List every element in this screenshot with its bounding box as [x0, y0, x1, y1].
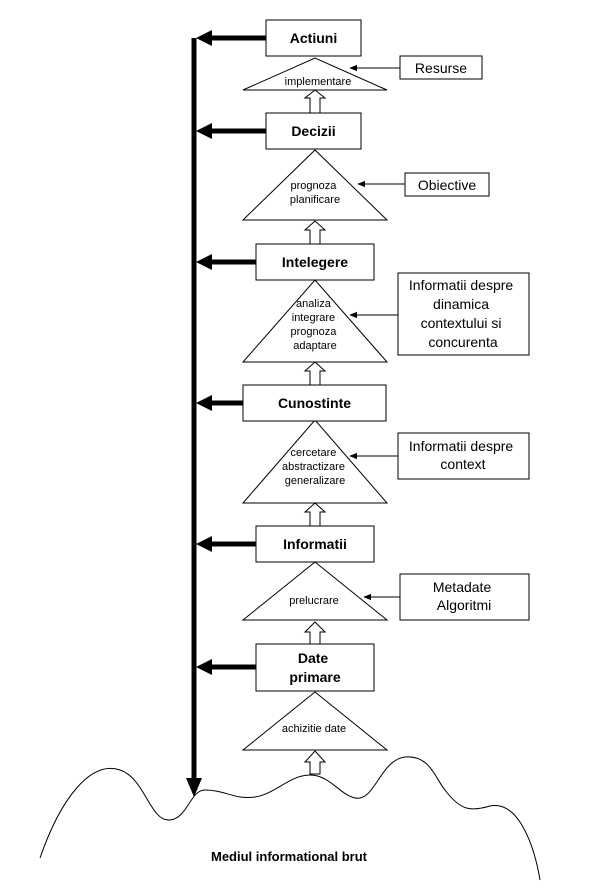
input-metadate: Metadate Algoritmi	[433, 579, 495, 613]
feedback-bar-arrowhead	[186, 778, 202, 797]
proc-implementare: implementare	[285, 76, 352, 88]
proc-informatii: prelucrare	[289, 595, 339, 607]
box-decizii	[265, 112, 362, 150]
triangle-intelegere	[241, 279, 389, 363]
proc-cunostinte: cercetare abstractizare generalizare	[282, 447, 348, 487]
label-date-primare: Date primare	[289, 650, 341, 685]
flow-arrows	[303, 89, 327, 775]
input-resurse: Resurse	[415, 60, 467, 76]
input-arrows	[349, 64, 405, 601]
triangle-informatii	[241, 561, 389, 621]
triangle-decizii	[241, 149, 389, 221]
triangle-date	[241, 691, 389, 751]
footer-label: Mediul informational brut	[211, 849, 368, 864]
box-metadate	[399, 573, 530, 621]
input-context: Informatii despre context	[409, 438, 517, 472]
label-decizii: Decizii	[291, 123, 335, 139]
proc-date: achizitie date	[282, 723, 346, 735]
process-triangles	[241, 57, 389, 751]
box-actiuni	[265, 19, 362, 57]
box-context	[397, 432, 530, 480]
proc-decizii: prognoza planificare	[290, 180, 340, 206]
feedback-arrows	[196, 30, 266, 675]
box-cunostinte	[242, 384, 387, 422]
triangle-cunostinte	[241, 419, 389, 504]
label-actiuni: Actiuni	[290, 30, 337, 46]
input-dinamica: Informatii despre dinamica contextului s…	[409, 277, 517, 350]
box-dinamica	[397, 272, 530, 356]
label-informatii: Informatii	[283, 536, 347, 552]
box-informatii	[255, 525, 375, 563]
box-date-primare	[255, 643, 375, 692]
terrain-curve	[39, 756, 541, 881]
box-intelegere	[255, 243, 375, 281]
input-obiective: Obiective	[418, 177, 477, 193]
label-intelegere: Intelegere	[282, 254, 348, 270]
triangle-implementare	[242, 57, 388, 91]
label-cunostinte: Cunostinte	[278, 395, 351, 411]
proc-intelegere: analiza integrare prognoza adaptare	[291, 298, 340, 352]
